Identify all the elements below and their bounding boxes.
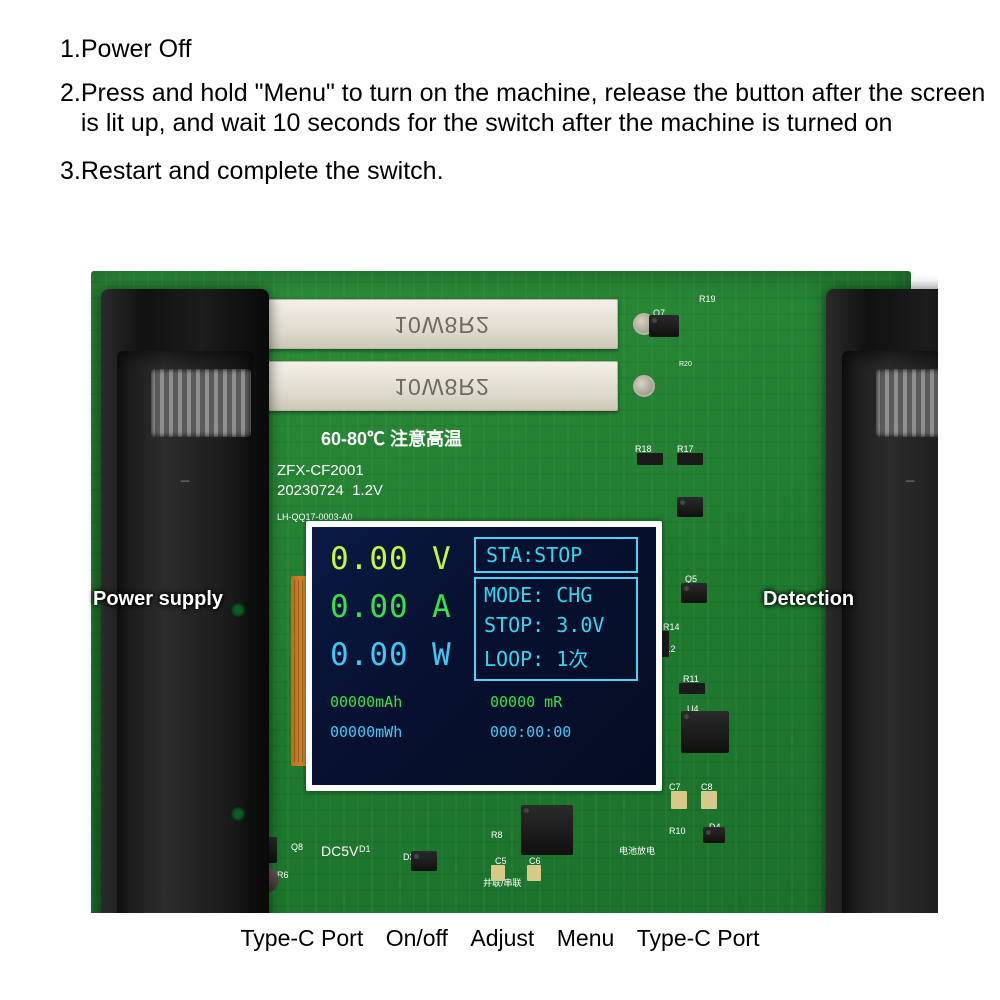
- silk-r18: R18: [635, 444, 652, 454]
- silk-c6: C6: [529, 856, 541, 866]
- capacitor-c6: [527, 865, 541, 881]
- silk-q5: Q5: [685, 574, 698, 584]
- lcd-display: 0.00 V 0.00 A 0.00 W STA:STOP MODE: CHG …: [306, 521, 662, 791]
- step-2-text: Press and hold "Menu" to turn on the mac…: [80, 79, 986, 137]
- battery-holder-left: − +: [101, 289, 269, 913]
- silk-r8: R8: [491, 830, 503, 840]
- silk-r17: R17: [677, 444, 694, 454]
- transistor-q7: [649, 315, 679, 337]
- ic-u3: [521, 805, 573, 855]
- callout-type-c-left: Type-C Port: [240, 925, 364, 951]
- power-supply-label: Power supply: [93, 588, 224, 610]
- resistor-r18: [637, 453, 663, 465]
- callout-row: Type-C Port On/off Adjust Menu Type-C Po…: [0, 925, 1000, 952]
- capacitor-c7: [671, 791, 687, 809]
- step-3-number: 3.: [60, 157, 81, 185]
- silk-c7: C7: [669, 782, 681, 792]
- silk-r14: R14: [663, 622, 680, 632]
- resistance-mr: 00000 mR: [490, 693, 563, 711]
- power-resistor-1-label: 10W8R2: [394, 311, 490, 338]
- silk-q8: Q8: [291, 842, 304, 852]
- silk-c8: C8: [701, 782, 713, 792]
- power-value: 0.00: [330, 637, 409, 673]
- ic-u4: [681, 711, 729, 753]
- silk-r10: R10: [669, 826, 686, 836]
- detection-label: Detection: [763, 588, 855, 610]
- transistor-q5: [681, 583, 707, 603]
- mount-screw-4: [633, 375, 655, 397]
- silk-q7: Q7: [653, 308, 666, 318]
- callout-adjust: Adjust: [470, 925, 535, 951]
- silk-r6: R6: [277, 870, 289, 880]
- step-3-text: Restart and complete the switch.: [80, 157, 444, 185]
- silk-c5: C5: [495, 856, 507, 866]
- silk-u4: U4: [687, 704, 699, 714]
- stop-text: STOP: 3.0V: [484, 613, 605, 637]
- silk-r20: R20: [679, 361, 692, 368]
- instruction-step-1: 1. Power Off: [60, 34, 990, 64]
- elapsed-time: 000:00:00: [490, 723, 572, 741]
- diode-d4: [703, 827, 725, 843]
- power-unit: W: [432, 637, 452, 673]
- power-resistor-2: 10W8R2: [266, 361, 618, 411]
- via-dot-2: [231, 807, 245, 821]
- settings-box: [474, 577, 638, 681]
- battery-holder-right: − +: [826, 289, 938, 913]
- battery-slot-left: − +: [117, 351, 253, 913]
- series-parallel-label: 并联/串联: [483, 878, 522, 888]
- battery-spring-left-top: [151, 369, 251, 437]
- instruction-list: 1. Power Off 2. Press and hold "Menu" to…: [60, 34, 990, 200]
- pcb-code: LH-QQ17-0003-A0: [277, 512, 353, 522]
- battery-discharge-label: 电池放电: [619, 846, 656, 856]
- polarity-minus-right: −: [904, 471, 916, 491]
- battery-spring-right-top: [876, 369, 938, 437]
- transistor-q6: [677, 497, 703, 517]
- step-1-number: 1.: [60, 35, 81, 63]
- date-revision: 20230724 1.2V: [277, 482, 383, 499]
- via-dot-1: [231, 603, 245, 617]
- silk-d1: D1: [359, 844, 371, 854]
- silk-d3: D3: [403, 852, 415, 862]
- pcb-board: 10W8R2 10W8R2 R22 R21 R23 R20 R19 Q7 R18…: [91, 271, 938, 913]
- dc-input-label: DC5V: [321, 843, 359, 859]
- callout-onoff: On/off: [385, 925, 448, 951]
- power-resistor-1: 10W8R2: [266, 299, 618, 349]
- part-number: ZFX-CF2001: [277, 462, 364, 479]
- product-photo: 10W8R2 10W8R2 R22 R21 R23 R20 R19 Q7 R18…: [63, 263, 938, 913]
- step-1-text: Power Off: [80, 35, 192, 63]
- voltage-unit: V: [432, 541, 452, 577]
- current-unit: A: [432, 589, 452, 625]
- mode-text: MODE: CHG: [484, 583, 593, 607]
- instruction-step-3: 3. Restart and complete the switch.: [60, 156, 990, 186]
- diode-d3: [411, 851, 437, 871]
- power-resistor-2-label: 10W8R2: [394, 373, 490, 400]
- resistor-r17: [677, 453, 703, 465]
- energy-mwh: 00000mWh: [330, 723, 403, 741]
- callout-menu: Menu: [556, 925, 615, 951]
- status-box: [474, 537, 638, 573]
- silk-r11: R11: [683, 674, 699, 684]
- callout-type-c-right: Type-C Port: [636, 925, 760, 951]
- silk-r19: R19: [699, 294, 716, 304]
- step-2-number: 2.: [60, 79, 81, 107]
- voltage-value: 0.00: [330, 541, 409, 577]
- status-text: STA:STOP: [486, 543, 583, 567]
- capacitor-c5: [491, 865, 505, 881]
- battery-slot-right: − +: [842, 351, 938, 913]
- loop-text: LOOP: 1次: [484, 647, 589, 671]
- instruction-step-2: 2. Press and hold "Menu" to turn on the …: [60, 78, 990, 138]
- lcd-screen: 0.00 V 0.00 A 0.00 W STA:STOP MODE: CHG …: [312, 527, 656, 785]
- resistor-r11: [679, 683, 705, 694]
- current-value: 0.00: [330, 589, 409, 625]
- polarity-minus-left: −: [179, 471, 191, 491]
- capacity-mah: 00000mAh: [330, 693, 403, 711]
- capacitor-c8: [701, 791, 717, 809]
- temperature-warning: 60-80℃ 注意高温: [321, 429, 463, 449]
